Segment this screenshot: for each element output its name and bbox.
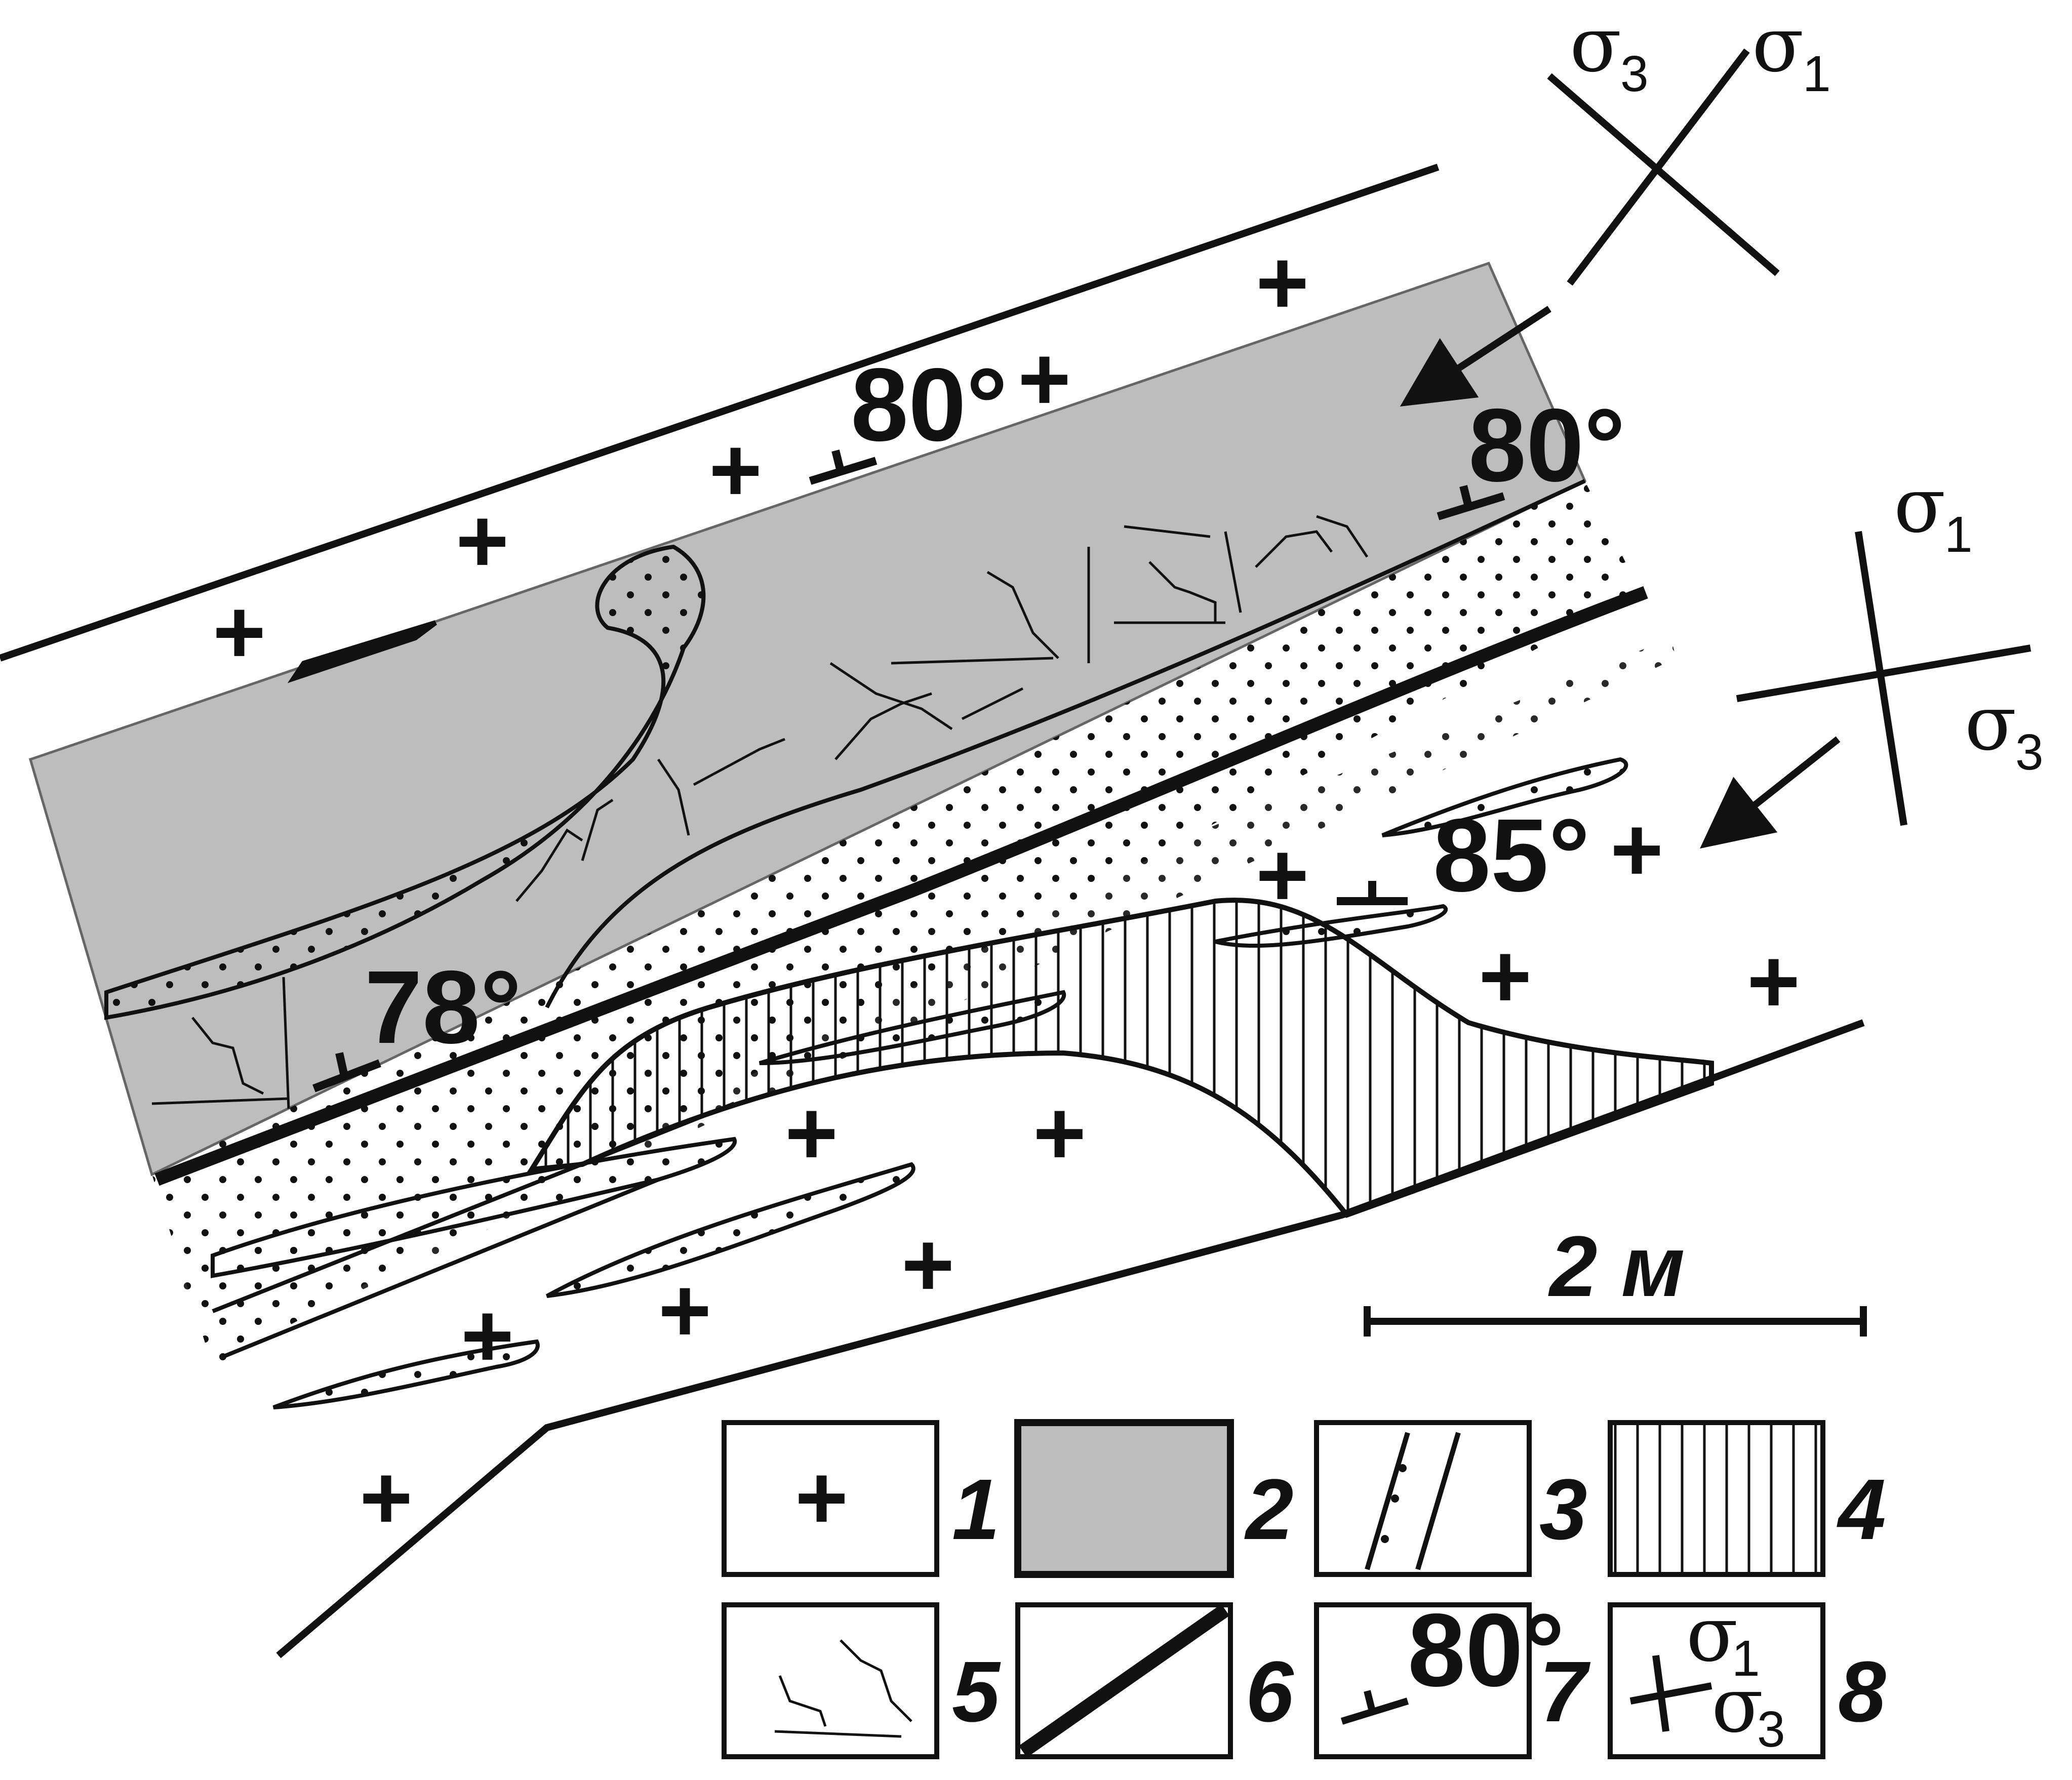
plus-symbol: + [901,1214,954,1316]
lower-contact-line [276,1019,1865,1658]
fractures-unit-5 [151,515,1369,1109]
stress-axes-upper: σ 3 σ 1 [1547,1,1831,286]
legend-sigma3-label: σ [1711,1662,1763,1750]
strike-dip-right-middle: 85° [1337,797,1590,913]
scale-bar: 2 м [1364,1219,1867,1337]
plus-symbol: + [461,1285,514,1387]
legend-box-5 [722,1602,939,1759]
strike-dip-label: 85° [1433,797,1590,913]
plus-symbol: + [1033,1082,1086,1184]
legend-number-7: 7 [1539,1644,1591,1740]
legend-number-4: 4 [1837,1462,1886,1558]
legend-box-8 [1608,1602,1825,1759]
legend-box-7 [1314,1602,1532,1759]
legend-plus-symbol: + [795,1447,848,1549]
legend-number-2: 2 [1244,1462,1294,1558]
strike-dip-lower-left: 78° [312,949,522,1093]
plus-symbol: + [213,581,266,683]
thick-fault-line [154,586,1648,1186]
compression-arrow-upper [1400,306,1551,407]
legend-box-4 [1608,1420,1825,1577]
legend: + 1 2 3 4 5 6 80° 7 σ 1 [722,1419,1886,1759]
plus-symbol: + [456,490,509,592]
stress-axes-right: σ 1 σ 3 [1736,462,2044,826]
legend-number-5: 5 [952,1644,1001,1740]
dotted-lens-1 [1381,757,1628,837]
legend-strike-dip-sample: 80° [1408,1592,1565,1708]
hatched-zone-unit-4 [527,898,1714,1218]
plus-symbol: + [785,1082,838,1184]
legend-box-1 [722,1420,939,1577]
granite-plus-symbols: + + + + + + + + + + + + + + + [213,232,1800,1549]
sigma3-label: σ [1570,1,1621,89]
bedding-line-b [222,1178,659,1359]
legend-sigma1-label: σ [1686,1591,1738,1679]
shear-sense-arrow [287,620,437,683]
legend-number-1: 1 [952,1462,1000,1558]
dotted-lens-2 [1215,904,1448,948]
legend-sigma3-subscript: 3 [1757,1701,1785,1758]
sigma3-subscript: 3 [1620,46,1649,102]
sigma1-subscript: 1 [1944,506,1973,563]
bedding-line-a [212,1102,735,1313]
legend-number-8: 8 [1838,1644,1886,1740]
upper-contact-line [0,164,1440,662]
plus-symbol: + [1256,824,1309,926]
gray-band-lower-boundary [545,479,1586,1008]
plus-symbol: + [1747,931,1800,1032]
strike-dip-upper-right: 80° [1437,387,1625,520]
legend-number-6: 6 [1246,1644,1294,1740]
dotted-lens-6 [272,1339,540,1409]
legend-sigma1-subscript: 1 [1732,1630,1760,1687]
sigma3-label: σ [1965,679,2016,767]
scale-bar-label: 2 м [1548,1219,1685,1315]
sigma3-subscript: 3 [2015,724,2044,781]
compression-arrow-right [1700,736,1841,849]
sigma1-label: σ [1894,462,1945,550]
plus-symbol: + [1479,925,1532,1027]
legend-box-2 [1014,1419,1234,1578]
plus-symbol: + [709,419,762,521]
dotted-fold-vein [104,544,706,1020]
strike-dip-label: 80° [851,347,1008,463]
legend-number-3: 3 [1539,1462,1587,1558]
plus-symbol: + [1018,328,1071,430]
plus-symbol: + [1610,799,1663,901]
plus-symbol: + [1256,232,1309,334]
plus-symbol: + [360,1447,413,1549]
plus-symbol: + [658,1260,711,1361]
sigma1-label: σ [1752,1,1804,89]
sigma1-subscript: 1 [1803,46,1831,102]
dotted-lens-3 [759,990,1066,1065]
dotted-lens-4 [546,1162,915,1298]
strike-dip-upper-center: 80° [809,347,1008,485]
strike-dip-label: 80° [1468,387,1625,503]
strike-dip-label: 78° [365,949,522,1065]
